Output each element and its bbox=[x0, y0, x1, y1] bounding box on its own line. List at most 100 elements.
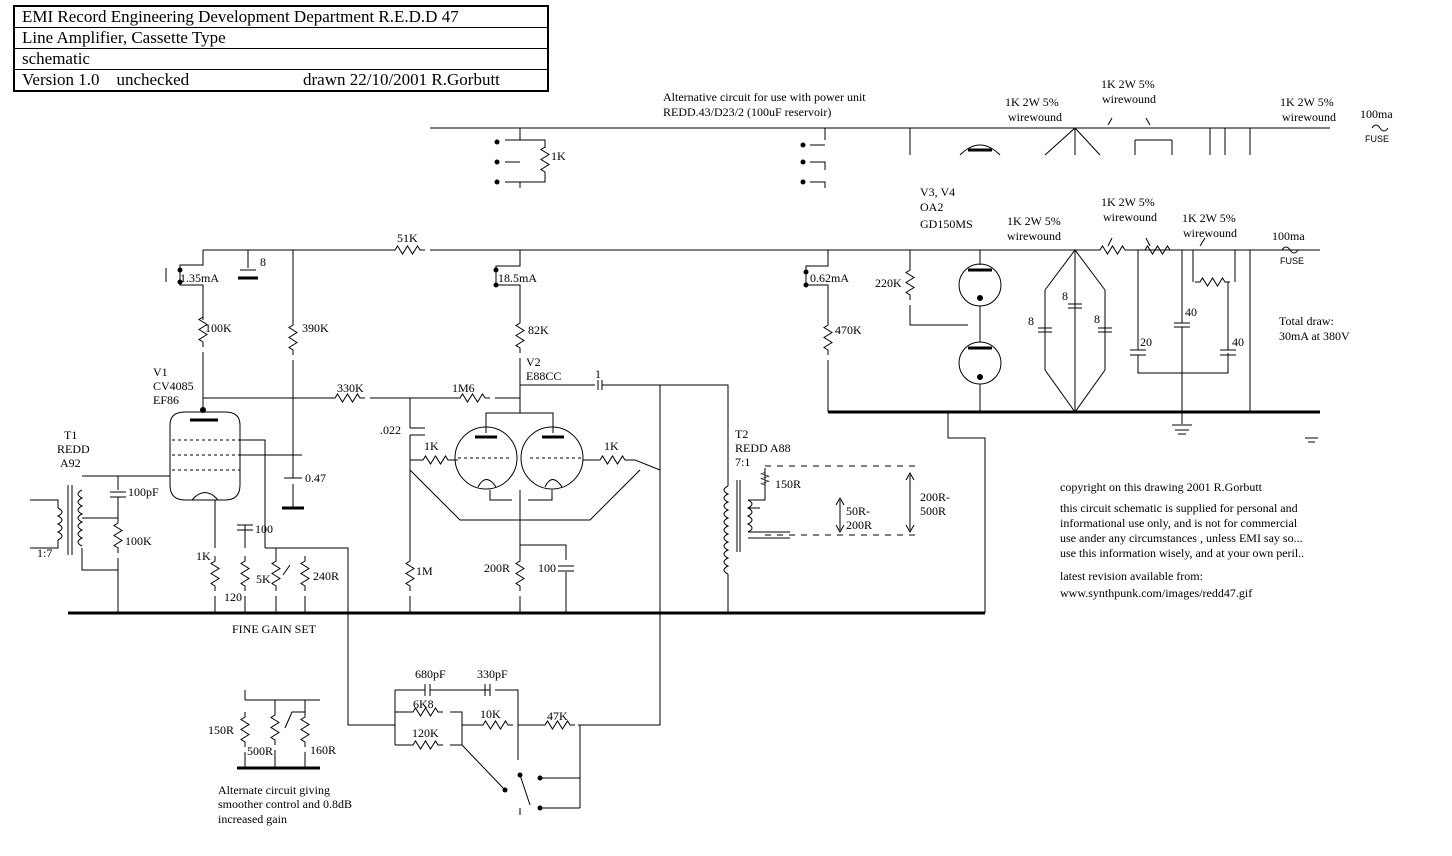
total-draw-label-b: 30mA at 380V bbox=[1279, 329, 1350, 343]
r120k-label: 120K bbox=[412, 726, 439, 740]
v2-label-a: V2 bbox=[526, 355, 541, 369]
alt-note-2: smoother control and 0.8dB bbox=[218, 797, 352, 811]
version-text: Version 1.0 unchecked bbox=[22, 70, 190, 89]
revision-note: latest revision available from: bbox=[1060, 569, 1203, 583]
ps-top-r2-label: 1K 2W 5% bbox=[1101, 77, 1155, 91]
disclaimer-line-4: use this information wisely, and at your… bbox=[1060, 546, 1305, 560]
r10k-label: 10K bbox=[480, 707, 501, 721]
r51k-label: 51K bbox=[397, 231, 418, 245]
fuse-top-value: 100ma bbox=[1360, 107, 1393, 121]
r220k-label: 220K bbox=[875, 276, 902, 290]
r1k-right-label: 1K bbox=[604, 439, 619, 453]
c8-mid-label: 8 bbox=[1062, 289, 1068, 303]
r240r-label: 240R bbox=[313, 569, 339, 583]
r1m6-label: 1M6 bbox=[452, 381, 475, 395]
r390k-label: 390K bbox=[302, 321, 329, 335]
r100k-a-label: 100K bbox=[205, 321, 232, 335]
ps-r1-label-a: 1K 2W 5% bbox=[1007, 214, 1061, 228]
r100k-b-label: 100K bbox=[125, 534, 152, 548]
r200r-label: 200R bbox=[484, 561, 510, 575]
alt-circuit-label-2: REDD.43/D23/2 (100uF reservoir) bbox=[663, 105, 831, 119]
disclaimer-line-1: this circuit schematic is supplied for p… bbox=[1060, 501, 1298, 515]
alternate-gain-circuit bbox=[237, 690, 320, 770]
t2-transformer bbox=[723, 465, 915, 612]
fine-gain-network bbox=[347, 613, 661, 815]
r6k8-label: 6K8 bbox=[413, 697, 434, 711]
c8-right-label: 8 bbox=[1094, 312, 1100, 326]
c1-label: 1 bbox=[595, 367, 601, 381]
current-062-label: 0.62mA bbox=[810, 271, 849, 285]
c8-label: 8 bbox=[260, 255, 266, 269]
fuse-top-label: FUSE bbox=[1365, 134, 1389, 144]
fuse-value: 100ma bbox=[1272, 229, 1305, 243]
alt-note-3: increased gain bbox=[218, 812, 287, 826]
z-50-label-b: 200R bbox=[846, 518, 872, 532]
title-line-3: schematic bbox=[15, 49, 547, 70]
current-185-label: 18.5mA bbox=[498, 271, 537, 285]
title-block: EMI Record Engineering Development Depar… bbox=[13, 5, 549, 92]
current-135-label: 1.35mA bbox=[180, 271, 219, 285]
r1m-label: 1M bbox=[416, 564, 433, 578]
t1-label-c: A92 bbox=[60, 456, 81, 470]
v3v4-label-b: OA2 bbox=[920, 200, 943, 214]
r330k-label: 330K bbox=[337, 381, 364, 395]
c100-b-label: 100 bbox=[538, 561, 556, 575]
r120-label: 120 bbox=[224, 590, 242, 604]
v3v4-label-c: GD150MS bbox=[920, 217, 973, 231]
t1-label-a: T1 bbox=[64, 428, 77, 442]
c047-label: 0.47 bbox=[305, 471, 326, 485]
ht-rail bbox=[165, 245, 1320, 510]
r150r-label: 150R bbox=[775, 477, 801, 491]
t2-label-b: REDD A88 bbox=[735, 441, 791, 455]
v2-stage bbox=[405, 317, 729, 612]
alt-150r-label: 150R bbox=[208, 723, 234, 737]
alt-circuit-label-1: Alternative circuit for use with power u… bbox=[663, 90, 866, 104]
title-line-1: EMI Record Engineering Development Depar… bbox=[15, 7, 547, 28]
t1-transformer bbox=[30, 475, 170, 612]
c330pf-label: 330pF bbox=[477, 667, 508, 681]
c100pf-label: 100pF bbox=[128, 485, 159, 499]
disclaimer-line-2: informational use only, and is not for c… bbox=[1060, 516, 1298, 530]
r47k-label: 47K bbox=[547, 709, 568, 723]
c8-left-label: 8 bbox=[1028, 314, 1034, 328]
r1k-left-label: 1K bbox=[424, 439, 439, 453]
ps-r3-label-b: wirewound bbox=[1183, 226, 1237, 240]
ps-top-r3-label: 1K 2W 5% bbox=[1280, 95, 1334, 109]
fine-gain-label: FINE GAIN SET bbox=[232, 622, 317, 636]
fuse-label: FUSE bbox=[1280, 256, 1304, 266]
alt-note-1: Alternate circuit giving bbox=[218, 783, 330, 797]
ps-r3-label-a: 1K 2W 5% bbox=[1182, 211, 1236, 225]
c40-a-label: 40 bbox=[1185, 305, 1197, 319]
ps-top-r1-label: 1K 2W 5% bbox=[1005, 95, 1059, 109]
v3v4-label-a: V3, V4 bbox=[920, 185, 955, 199]
ps-top-r1-label-b: wirewound bbox=[1008, 110, 1062, 124]
total-draw-label-a: Total draw: bbox=[1279, 314, 1334, 328]
v1-stage bbox=[169, 311, 520, 612]
c680pf-label: 680pF bbox=[415, 667, 446, 681]
ps-top-r2-label-b: wirewound bbox=[1102, 92, 1156, 106]
ps-top-r3-label-b: wirewound bbox=[1282, 110, 1336, 124]
title-line-2: Line Amplifier, Cassette Type bbox=[15, 28, 547, 49]
alt-500r-label: 500R bbox=[247, 744, 273, 758]
ps-r2-label-b: wirewound bbox=[1103, 210, 1157, 224]
t2-label-a: T2 bbox=[735, 427, 748, 441]
v1-label-b: CV4085 bbox=[153, 379, 194, 393]
ratio-t1-label: 1:7 bbox=[37, 546, 52, 560]
power-supply bbox=[828, 237, 1320, 443]
c20-label: 20 bbox=[1140, 335, 1152, 349]
z-200-label-b: 500R bbox=[920, 504, 946, 518]
v2-label-b: E88CC bbox=[526, 369, 561, 383]
res-1k-alt: 1K bbox=[551, 149, 566, 163]
revision-url: www.synthpunk.com/images/redd47.gif bbox=[1060, 586, 1253, 600]
z-200-label-a: 200R- bbox=[920, 490, 950, 504]
c022-label: .022 bbox=[380, 423, 401, 437]
copyright-note: copyright on this drawing 2001 R.Gorbutt bbox=[1060, 480, 1262, 494]
r1k-cathode-label: 1K bbox=[196, 549, 211, 563]
v1-label-c: EF86 bbox=[153, 393, 179, 407]
disclaimer-line-3: use ander any circumstances , unless EMI… bbox=[1060, 531, 1303, 545]
c100-a-label: 100 bbox=[255, 522, 273, 536]
t1-label-b: REDD bbox=[57, 442, 90, 456]
drawn-text: drawn 22/10/2001 R.Gorbutt bbox=[303, 70, 500, 89]
ps-r2-label-a: 1K 2W 5% bbox=[1101, 195, 1155, 209]
